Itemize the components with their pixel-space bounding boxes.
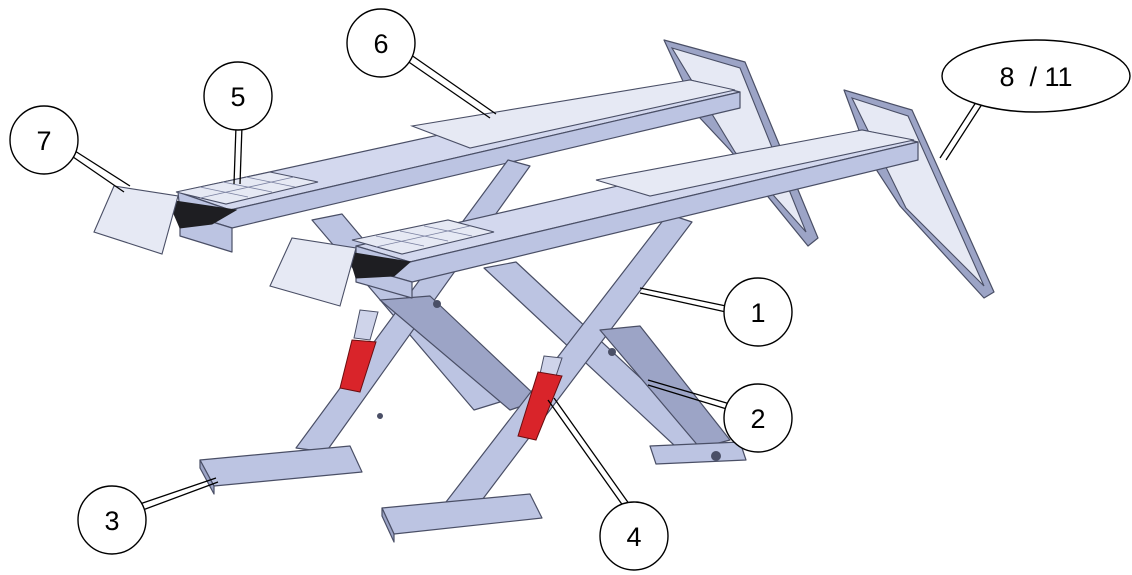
- callout-1: 1: [723, 277, 793, 347]
- callout-8-11: 8 / 11: [941, 39, 1131, 113]
- callout-2-circle: [723, 383, 793, 453]
- leader-2b: [647, 384, 731, 411]
- leader-8a: [939, 95, 981, 159]
- front-base-plate: [381, 493, 543, 535]
- front-approach-plate: [269, 237, 357, 307]
- callout-4-circle: [599, 501, 669, 571]
- leader-5b: [239, 125, 243, 185]
- callout-1-circle: [723, 277, 793, 347]
- leader-4b: [553, 397, 633, 509]
- leader-2a: [647, 379, 731, 405]
- leader-3b: [131, 481, 219, 515]
- leader-5a: [233, 125, 237, 185]
- leader-3a: [127, 477, 217, 509]
- leader-1b: [639, 292, 727, 313]
- front-base-side: [381, 507, 395, 543]
- callout-7-label: 7: [36, 126, 51, 156]
- rear-slip-plate: [175, 171, 319, 205]
- callout-5-circle: [203, 61, 273, 131]
- far-base-plate: [649, 441, 747, 465]
- callout-7: 7: [9, 105, 79, 175]
- callout-4-label: 4: [626, 522, 641, 552]
- leader-6b: [403, 49, 497, 115]
- front-runway-slip-strip: [347, 251, 412, 279]
- callout-2: 2: [723, 383, 793, 453]
- callout-6-label: 6: [373, 29, 388, 59]
- callout-8-11-label: 8 / 11: [999, 62, 1072, 92]
- front-runway-panel: [595, 129, 915, 197]
- callout-1-label: 1: [750, 298, 765, 328]
- leader-8b: [945, 97, 987, 161]
- rear-approach-plate: [93, 185, 179, 255]
- callout-3-circle: [77, 485, 147, 555]
- callout-7-circle: [9, 105, 79, 175]
- callout-3-label: 3: [104, 506, 119, 536]
- callout-5-label: 5: [230, 82, 245, 112]
- callout-8-11-ellipse: [941, 39, 1131, 113]
- rear-base-side: [199, 459, 215, 495]
- rear-runway-slip-strip: [167, 199, 238, 229]
- front-scissor: [381, 213, 747, 543]
- callout-6-circle: [346, 8, 416, 78]
- front-scissor-lower-arm: [599, 325, 731, 449]
- rear-runway-panel: [409, 79, 736, 149]
- rear-hydraulic-cylinder: [339, 309, 379, 393]
- front-runway: [269, 89, 995, 307]
- rear-base-plate: [199, 445, 363, 487]
- front-hydraulic-cylinder: [517, 355, 563, 441]
- leader-lines: [59, 49, 987, 515]
- callout-6: 6: [346, 8, 416, 78]
- leader-1a: [639, 287, 727, 307]
- callout-3: 3: [77, 485, 147, 555]
- callout-4: 4: [599, 501, 669, 571]
- callout-5: 5: [203, 61, 273, 131]
- callout-2-label: 2: [750, 404, 765, 434]
- rear-runway: [93, 39, 819, 255]
- leader-6a: [399, 55, 491, 119]
- leader-4a: [547, 399, 627, 511]
